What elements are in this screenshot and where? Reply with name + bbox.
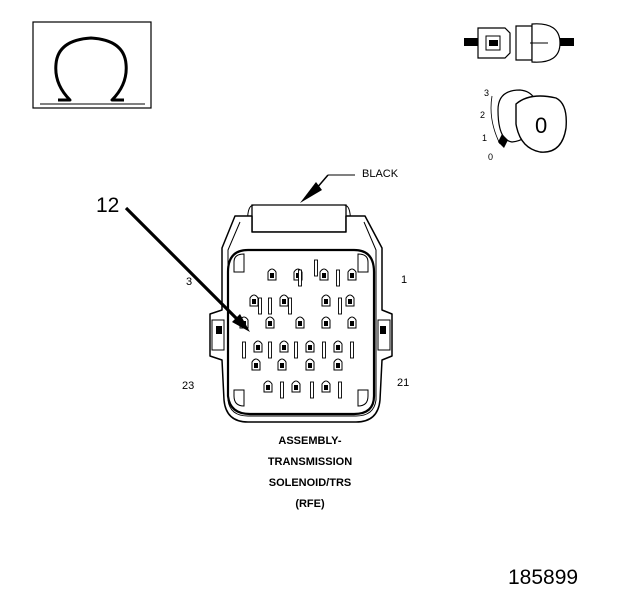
pin-contact (324, 385, 328, 390)
caption-line-1: ASSEMBLY- (278, 435, 342, 447)
pin-contact (324, 321, 328, 326)
pin-slot (288, 297, 292, 315)
pin-contact (322, 273, 326, 278)
pin-slot (268, 341, 272, 359)
connector-halves-icon (464, 23, 574, 63)
pin-contact (282, 299, 286, 304)
pin-contact (294, 385, 298, 390)
caption-line-2: TRANSMISSION (267, 456, 353, 468)
pin-contact (336, 345, 340, 350)
pin-contact (268, 321, 272, 326)
pin-label-bottom-right: 21 (397, 377, 410, 389)
caption-line-4: (RFE) (295, 498, 325, 510)
pin-contact (266, 385, 270, 390)
pin-slot (298, 269, 302, 287)
pin-slot (294, 341, 298, 359)
pin-slot (322, 341, 326, 359)
pin-label-top-left: 3 (186, 276, 193, 288)
pin-contact (308, 345, 312, 350)
pin-contact (254, 363, 258, 368)
wire-color-label: BLACK (362, 168, 399, 180)
pin-slot (338, 297, 342, 315)
pin-contact (308, 363, 312, 368)
pin-slot (268, 297, 272, 315)
pin-contact (298, 321, 302, 326)
key-position-2: 2 (480, 110, 486, 120)
pin-contact (280, 363, 284, 368)
pin-slot (314, 259, 318, 277)
pin-contact (350, 321, 354, 326)
pin-slot (258, 297, 262, 315)
wire-color-leader (300, 174, 355, 203)
pin-contact (336, 363, 340, 368)
pin-slot (350, 341, 354, 359)
key-position-3: 3 (484, 88, 490, 98)
pin-contact (296, 273, 300, 278)
pin-contact (252, 299, 256, 304)
pin-label-bottom-left: 23 (182, 380, 195, 392)
pin-contact (324, 299, 328, 304)
pin-contact (282, 345, 286, 350)
key-face-label: 0 (535, 113, 548, 138)
pin-slot (242, 341, 246, 359)
pin-slot (336, 269, 340, 287)
key-position-0: 0 (488, 152, 494, 162)
pin-contact (270, 273, 274, 278)
figure-number: 185899 (508, 566, 579, 589)
pin-label-top-right: 1 (401, 274, 408, 286)
pin-contact (348, 299, 352, 304)
ohmmeter-icon (32, 21, 152, 109)
caption-line-3: SOLENOID/TRS (268, 477, 352, 489)
ignition-key-icon (490, 89, 567, 153)
pin-slot (310, 381, 314, 399)
pin-slot (280, 381, 284, 399)
callout-number: 12 (96, 194, 120, 217)
connector-body (209, 204, 393, 423)
pin-contact (256, 345, 260, 350)
callout-arrow (124, 206, 250, 332)
key-position-1: 1 (482, 133, 488, 143)
pin-contact (350, 273, 354, 278)
pin-slot (338, 381, 342, 399)
